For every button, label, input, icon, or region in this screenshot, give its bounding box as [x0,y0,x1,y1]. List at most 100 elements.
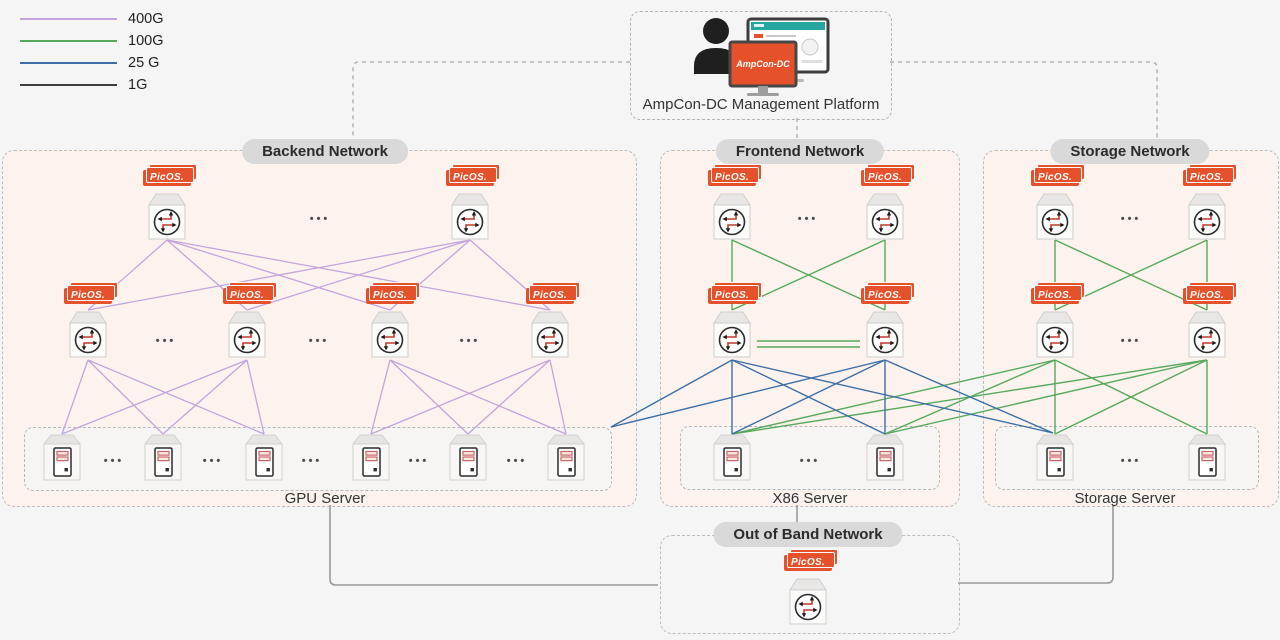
server-node-x86-server-1 [710,432,754,482]
ellipsis: ••• [408,455,430,467]
server-icon [244,434,284,481]
switch-icon [789,578,827,625]
switch-icon [531,311,569,358]
legend: 400G 100G 25 G 1G [20,8,163,96]
frontend-network-pill: Frontend Network [715,139,885,164]
server-icon [351,434,391,481]
server-icon [448,434,488,481]
picos-badge: PicOS. [222,288,272,304]
switch-node-backend-leaf-1: PicOS. [62,288,114,361]
storage-network-pill: Storage Network [1050,139,1210,164]
legend-swatch-25g [20,62,117,64]
switch-node-storage-spine-1: PicOS. [1029,170,1081,243]
ampcon-screen-brand: AmpCon-DC [735,59,790,69]
storage-server-label: Storage Server [1074,490,1176,507]
switch-node-backend-leaf-2: PicOS. [221,288,273,361]
ampcon-monitor-icon: AmpCon-DC [728,40,798,96]
switch-node-backend-spine-1: PicOS. [141,170,193,243]
link-storage-oob [958,505,1114,584]
server-node-gpu-server-3 [242,432,286,482]
picos-badge: PicOS. [525,288,575,304]
switch-node-frontend-spine-2: PicOS. [859,170,911,243]
server-node-gpu-server-1 [40,432,84,482]
picos-badge: PicOS. [783,555,833,571]
server-icon [712,434,752,481]
switch-icon [1188,311,1226,358]
switch-node-frontend-leaf-1: PicOS. [706,288,758,361]
switch-icon [713,193,751,240]
switch-icon [69,311,107,358]
switch-icon [866,193,904,240]
ellipsis: ••• [308,335,330,347]
legend-row-100g: 100G [20,30,163,52]
ellipsis: ••• [797,213,819,225]
management-art: AmpCon-DC [686,14,836,105]
oob-network-pill: Out of Band Network [713,522,903,547]
picos-badge: PicOS. [707,170,757,186]
ellipsis: ••• [309,213,331,225]
server-node-storage-server-1 [1033,432,1077,482]
picos-badge: PicOS. [63,288,113,304]
switch-icon [228,311,266,358]
picos-badge: PicOS. [860,288,910,304]
legend-row-1g: 1G [20,74,163,96]
picos-badge: PicOS. [142,170,192,186]
switch-node-frontend-spine-1: PicOS. [706,170,758,243]
switch-icon [371,311,409,358]
legend-label-25g: 25 G [128,55,160,71]
admin-person-icon [694,18,738,74]
switch-icon [451,193,489,240]
ellipsis: ••• [1120,213,1142,225]
picos-badge: PicOS. [1030,288,1080,304]
switch-node-oob-switch: PicOS. [782,555,834,628]
legend-label-400g: 400G [128,11,164,27]
link-gpu-oob [329,505,658,586]
ellipsis: ••• [155,335,177,347]
server-node-gpu-server-5 [446,432,490,482]
link-mgmt-backend [352,61,630,139]
server-icon [546,434,586,481]
ellipsis: ••• [202,455,224,467]
server-node-gpu-server-4 [349,432,393,482]
server-node-x86-server-2 [863,432,907,482]
server-node-gpu-server-2 [141,432,185,482]
server-node-storage-server-2 [1185,432,1229,482]
switch-icon [1036,193,1074,240]
server-node-gpu-server-6 [544,432,588,482]
gpu-server-label: GPU Server [284,490,366,507]
ellipsis: ••• [506,455,528,467]
switch-node-backend-leaf-3: PicOS. [364,288,416,361]
picos-badge: PicOS. [445,170,495,186]
ellipsis: ••• [301,455,323,467]
x86-server-label: X86 Server [772,490,848,507]
link-mgmt-storage [890,61,1158,139]
switch-node-backend-leaf-4: PicOS. [524,288,576,361]
server-icon [865,434,905,481]
legend-swatch-1g [20,84,117,86]
server-icon [1187,434,1227,481]
switch-node-storage-leaf-2: PicOS. [1181,288,1233,361]
switch-icon [866,311,904,358]
legend-swatch-100g [20,40,117,42]
ellipsis: ••• [103,455,125,467]
picos-badge: PicOS. [1182,288,1232,304]
ellipsis: ••• [799,455,821,467]
switch-node-storage-leaf-1: PicOS. [1029,288,1081,361]
management-platform: AmpCon-DC AmpCon-DC Management Platform [630,11,892,120]
server-icon [42,434,82,481]
picos-badge: PicOS. [1030,170,1080,186]
switch-icon [713,311,751,358]
picos-badge: PicOS. [365,288,415,304]
picos-badge: PicOS. [860,170,910,186]
ellipsis: ••• [1120,455,1142,467]
ellipsis: ••• [459,335,481,347]
legend-label-100g: 100G [128,33,164,49]
server-icon [143,434,183,481]
switch-node-storage-spine-2: PicOS. [1181,170,1233,243]
switch-icon [148,193,186,240]
admin-and-monitors-icon: AmpCon-DC [694,17,830,96]
management-platform-label: AmpCon-DC Management Platform [642,96,880,113]
legend-swatch-400g [20,18,117,20]
